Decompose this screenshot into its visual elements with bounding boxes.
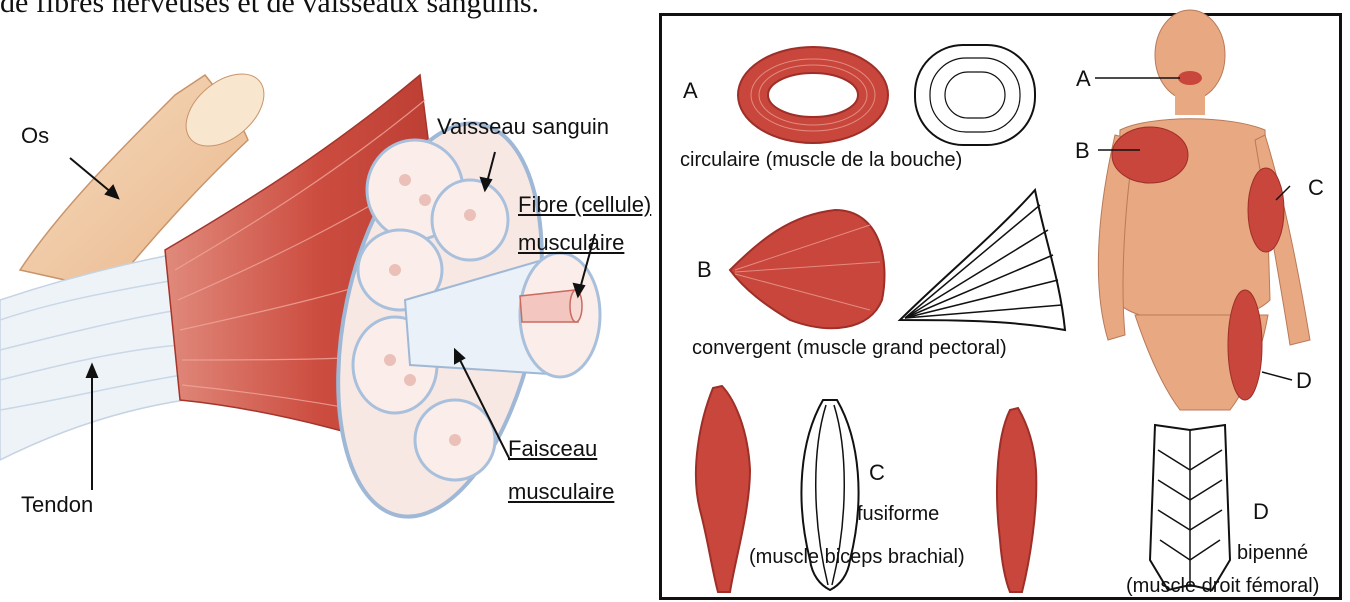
type-a-caption: circulaire (muscle de la bouche) bbox=[680, 149, 962, 172]
body-label-a: A bbox=[1076, 66, 1091, 92]
human-body-figure bbox=[1098, 10, 1310, 410]
type-d-caption-2: (muscle droit fémoral) bbox=[1126, 575, 1319, 598]
bipennate-muscle bbox=[997, 408, 1036, 592]
type-c-caption-2: (muscle biceps brachial) bbox=[749, 546, 965, 569]
circular-muscle-sketch bbox=[915, 45, 1035, 145]
type-c-letter: C bbox=[869, 460, 885, 486]
type-a-letter: A bbox=[683, 78, 698, 104]
type-d-letter: D bbox=[1253, 499, 1269, 525]
body-label-c: C bbox=[1308, 175, 1324, 201]
type-c-caption-1: fusiforme bbox=[857, 503, 939, 526]
body-label-b: B bbox=[1075, 138, 1090, 164]
type-d-caption-1: bipenné bbox=[1237, 542, 1308, 565]
type-b-letter: B bbox=[697, 257, 712, 283]
convergent-muscle-sketch bbox=[900, 190, 1065, 330]
type-b-caption: convergent (muscle grand pectoral) bbox=[692, 337, 1007, 360]
fusiform-muscle bbox=[696, 386, 750, 592]
body-label-d: D bbox=[1296, 368, 1312, 394]
bipennate-muscle-sketch bbox=[1150, 425, 1230, 590]
